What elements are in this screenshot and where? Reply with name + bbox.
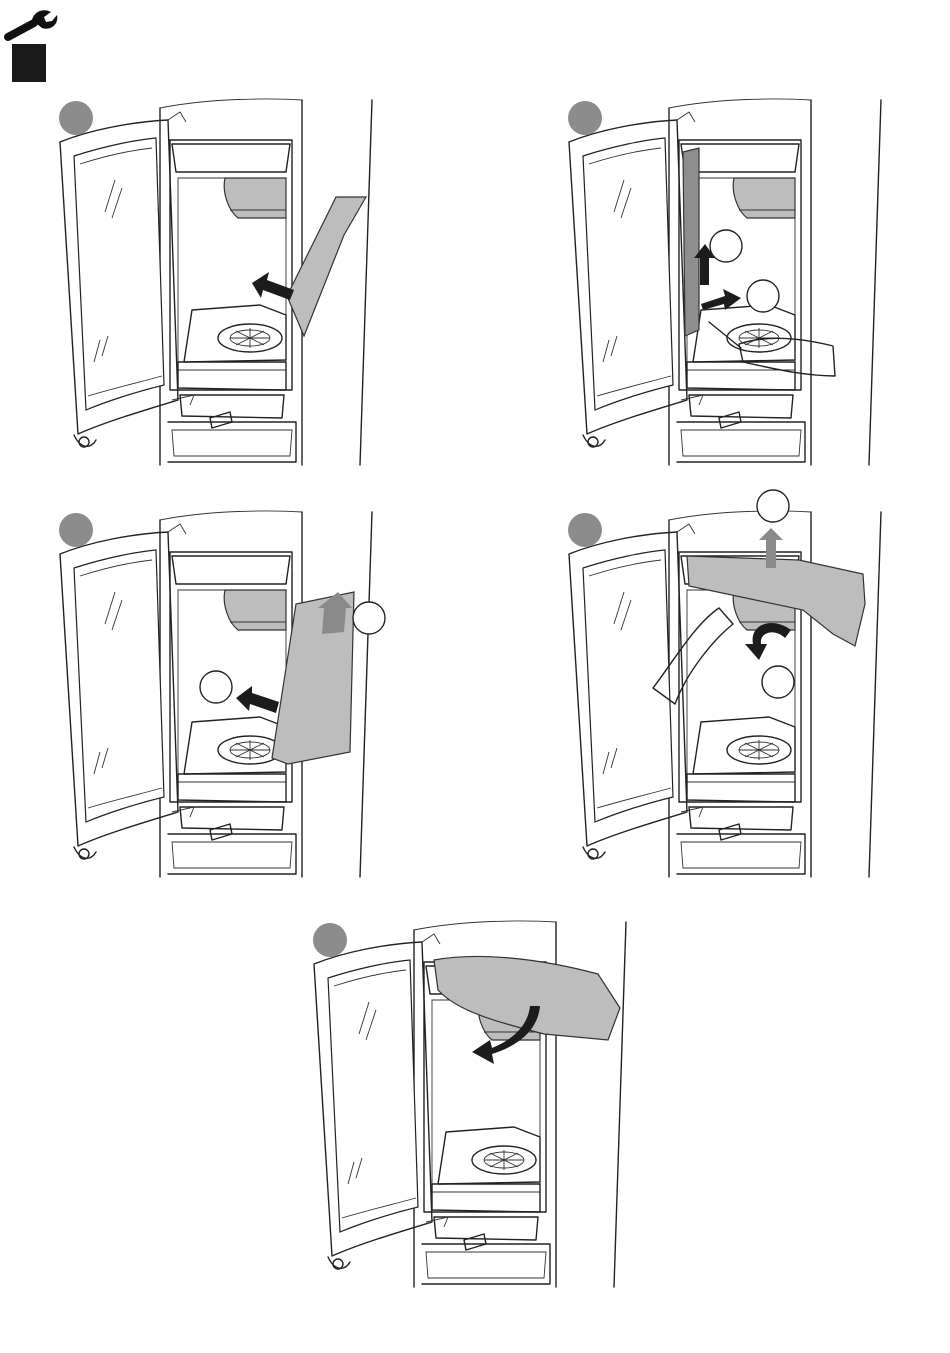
callout-b [200, 671, 232, 703]
callout-b [762, 666, 794, 698]
callout-b [747, 280, 779, 312]
section-marker [12, 44, 46, 82]
step-2-badge [568, 101, 602, 135]
wrench-icon [4, 6, 60, 42]
step-3-badge [59, 513, 93, 547]
step-5-illustration [308, 922, 668, 1292]
step-1-illustration [54, 100, 414, 470]
step-2-illustration [563, 100, 923, 470]
side-panel [287, 197, 366, 336]
step-4-illustration [563, 512, 923, 882]
callout-a [353, 602, 385, 634]
pull-left-arrow [236, 686, 279, 713]
step-4-badge [568, 513, 602, 547]
screwdriver [709, 322, 741, 348]
side-panel-left [683, 148, 699, 336]
step-3-illustration [54, 512, 414, 882]
step-5-badge [313, 923, 347, 957]
insert-arrow [252, 272, 294, 300]
callout-a [710, 230, 742, 262]
callout-a [757, 490, 789, 522]
step-1-badge [59, 101, 93, 135]
